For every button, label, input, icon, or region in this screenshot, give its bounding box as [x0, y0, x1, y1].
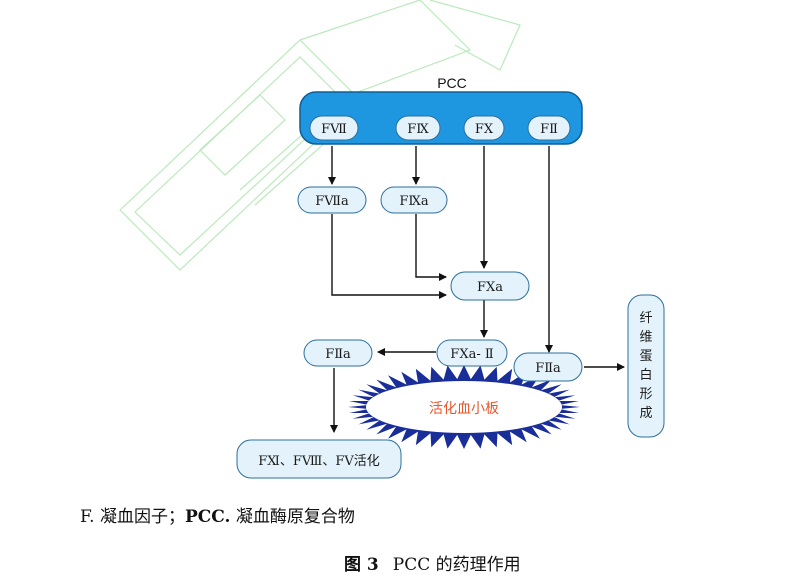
node-factor-activation: FⅪ、FⅧ、FⅤ活化: [236, 439, 402, 479]
svg-text:FⅩ: FⅩ: [475, 122, 494, 137]
svg-text:FⅡ: FⅡ: [540, 122, 558, 137]
node-f10a: FⅩa: [450, 271, 530, 301]
svg-text:FⅡa: FⅡa: [535, 361, 561, 376]
legend-f-prefix: F.: [80, 507, 95, 527]
pcc-factor-f7: FⅦ: [309, 115, 359, 141]
legend-line: F. 凝血因子；PCC. 凝血酶原复合物: [80, 502, 355, 527]
svg-text:FⅨa: FⅨa: [399, 194, 429, 209]
svg-text:FⅩa: FⅩa: [477, 280, 503, 295]
edge-f7a-to-f10a: [331, 214, 447, 299]
figure-caption: 图 3 PCC 的药理作用: [344, 550, 521, 575]
fibrin-formation-label: 纤维蛋白形成: [639, 311, 652, 421]
legend-pcc-text: 凝血酶原复合物: [230, 507, 355, 527]
node-f2a-right: FⅡa: [513, 352, 583, 382]
edges: [328, 146, 625, 433]
svg-text:FⅦa: FⅦa: [315, 194, 349, 209]
pcc-title: PCC: [437, 75, 467, 91]
node-f10a-2: FⅩa- Ⅱ: [436, 339, 508, 367]
pcc-factor-f10: FⅩ: [463, 115, 505, 141]
activated-platelets-label: 活化血小板: [429, 401, 499, 417]
svg-text:FⅡa: FⅡa: [325, 347, 351, 362]
figure-title: PCC 的药理作用: [392, 555, 521, 575]
figure-number: 图 3: [344, 555, 379, 575]
pcc-bar: [299, 91, 583, 145]
pcc-factor-f9: FⅨ: [395, 115, 441, 141]
svg-text:FⅨ: FⅨ: [407, 122, 429, 137]
node-fibrin-formation: 纤维蛋白形成: [627, 294, 665, 438]
node-f2a-left: FⅡa: [303, 339, 373, 367]
svg-text:FⅪ、FⅧ、FⅤ活化: FⅪ、FⅧ、FⅤ活化: [258, 454, 380, 469]
legend-pcc-prefix: PCC.: [184, 507, 231, 527]
legend-f-text: 凝血因子；: [94, 507, 185, 527]
pcc-factor-f2: FⅡ: [527, 115, 571, 141]
edge-f9a-to-f10a: [415, 214, 447, 281]
svg-text:FⅩa- Ⅱ: FⅩa- Ⅱ: [450, 347, 494, 362]
svg-text:FⅦ: FⅦ: [321, 122, 347, 137]
activated-platelets: 活化血小板: [348, 365, 580, 449]
node-f7a: FⅦa: [297, 186, 367, 214]
node-f9a: FⅨa: [380, 186, 448, 214]
